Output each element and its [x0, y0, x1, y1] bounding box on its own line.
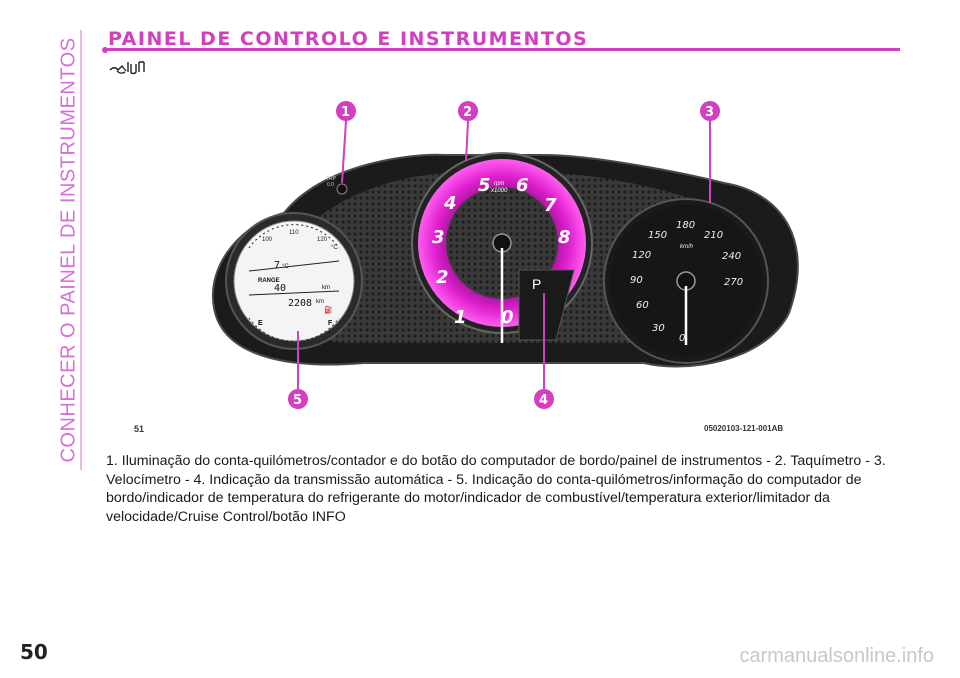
tach-unit-rpm: rpm	[494, 181, 504, 187]
temp-unit: °C	[331, 245, 338, 251]
speed-num-120: 120	[632, 250, 651, 261]
figure-caption: 1. Iluminação do conta-quilómetros/conta…	[106, 453, 886, 525]
speed-num-30: 30	[652, 323, 665, 334]
speed-num-90: 90	[630, 275, 643, 286]
temp-tick-120: 120	[317, 237, 328, 243]
side-section-label: CONHECER O PAINEL DE INSTRUMENTOS	[57, 37, 80, 463]
fuel-empty-label: E	[258, 320, 263, 327]
callout-1-label: 1	[341, 105, 350, 120]
speed-num-180: 180	[676, 220, 695, 231]
trip-button: TRP 0.0	[326, 176, 348, 195]
temp-tick-100: 100	[262, 237, 273, 243]
tach-num-5: 5	[478, 175, 491, 196]
odometer-unit: km	[316, 299, 324, 305]
callout-lines	[297, 120, 711, 389]
left-info-gauge: 100 110 120 °C 7 °C RANGE 40 km 2208 km …	[225, 212, 363, 350]
speedometer: 0 30 60 90 120 150 180 210 240 270 km/h	[603, 198, 769, 364]
fuel-pump-icon: ⛽	[324, 305, 333, 314]
cluster-illustration: 100 110 120 °C 7 °C RANGE 40 km 2208 km …	[211, 101, 799, 409]
tach-num-0: 0	[501, 307, 514, 328]
instrument-cluster-figure: 100 110 120 °C 7 °C RANGE 40 km 2208 km …	[124, 93, 874, 435]
range-unit: km	[322, 285, 330, 291]
callout-5: 5	[288, 389, 308, 409]
figure-code-right: 05020103-121-001AB	[704, 424, 784, 433]
gear-value: P	[532, 276, 541, 292]
tach-num-7: 7	[544, 195, 557, 216]
figure-code-left: 51	[134, 424, 145, 434]
tach-num-4: 4	[443, 193, 457, 214]
speed-num-0: 0	[679, 333, 685, 344]
outside-temp-value: 7	[274, 260, 280, 271]
odometer-value: 2208	[288, 298, 312, 309]
tach-num-6: 6	[516, 175, 529, 196]
hand-signature-icon	[109, 61, 145, 75]
gear-indicator: P	[518, 269, 575, 341]
tach-num-1: 1	[454, 307, 467, 328]
callout-2: 2	[458, 101, 478, 121]
trip-value: 0.0	[327, 182, 334, 188]
tach-num-2: 2	[436, 267, 449, 288]
callout-3: 3	[700, 101, 720, 121]
title-rule	[104, 48, 900, 51]
callout-5-label: 5	[293, 393, 302, 408]
callout-3-label: 3	[705, 105, 714, 120]
callout-4: 4	[534, 389, 554, 409]
speed-num-270: 270	[724, 277, 743, 288]
callout-1: 1	[336, 101, 356, 121]
range-value: 40	[274, 283, 286, 294]
tach-unit-x1000: x1000	[490, 188, 508, 194]
speed-num-240: 240	[722, 251, 741, 262]
outside-temp-unit: °C	[282, 264, 289, 270]
speed-num-150: 150	[648, 230, 667, 241]
side-tab-bar	[80, 30, 82, 470]
speed-unit: km/h	[680, 244, 694, 250]
page-title: PAINEL DE CONTROLO E INSTRUMENTOS	[108, 28, 589, 50]
tach-num-8: 8	[558, 227, 571, 248]
callout-4-label: 4	[539, 393, 548, 408]
callout-2-label: 2	[463, 105, 472, 120]
fuel-full-label: F	[328, 320, 333, 327]
tach-num-3: 3	[432, 227, 445, 248]
speed-num-210: 210	[704, 230, 723, 241]
speed-num-60: 60	[636, 300, 649, 311]
range-label: RANGE	[258, 278, 280, 284]
temp-tick-110: 110	[289, 230, 299, 236]
watermark: carmanualsonline.info	[739, 645, 934, 667]
trip-label: TRP	[326, 176, 337, 182]
page-number: 50	[20, 640, 48, 664]
